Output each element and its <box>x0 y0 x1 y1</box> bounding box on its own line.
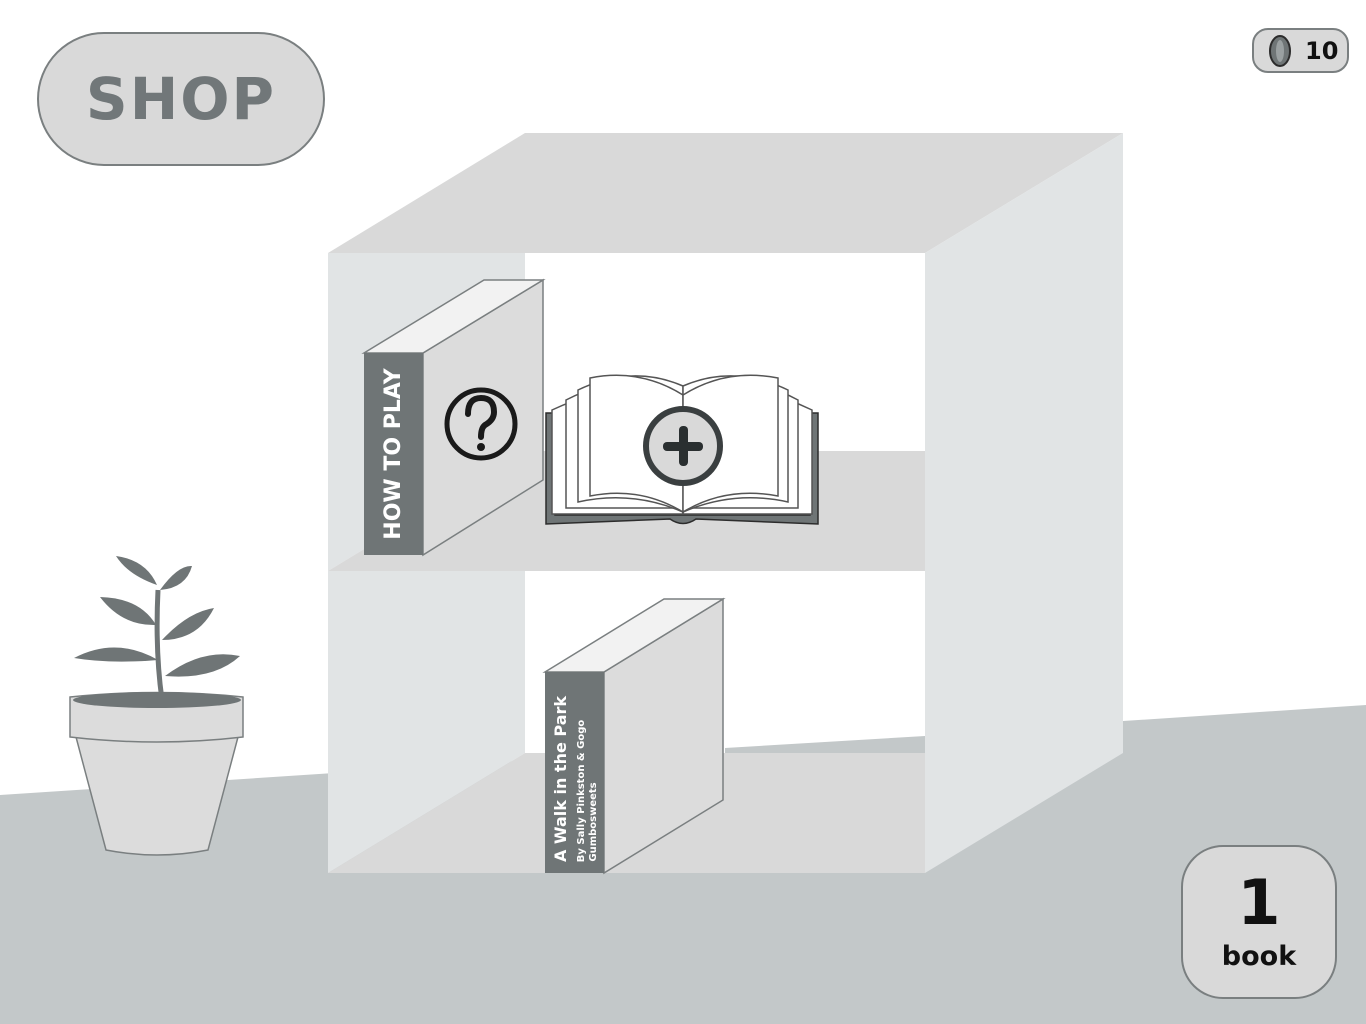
open-book-icon <box>545 374 819 525</box>
how-to-play-title: HOW TO PLAY <box>381 367 406 539</box>
how-to-play-book[interactable]: HOW TO PLAY <box>361 278 546 557</box>
shelf-back-floor-sliver <box>725 736 925 753</box>
book-unit-label: book <box>1221 941 1297 972</box>
shelf-right-face <box>925 133 1123 873</box>
walk-book-title: A Walk in the Park <box>551 696 570 862</box>
shop-label: SHOP <box>85 65 277 133</box>
shop-button[interactable]: SHOP <box>37 32 325 166</box>
plus-circle-icon <box>643 406 723 486</box>
plant-leaves <box>74 556 240 701</box>
pot-soil <box>73 692 241 708</box>
book-count: 1 <box>1237 866 1281 939</box>
coin-icon <box>1269 34 1291 67</box>
walk-in-the-park-book[interactable]: A Walk in the Park By Sally Pinkston & G… <box>542 597 726 875</box>
walk-book-spine <box>545 672 604 873</box>
coin-count: 10 <box>1305 36 1339 65</box>
coin-counter: 10 <box>1252 28 1349 73</box>
shelf-top-face <box>328 133 1123 253</box>
how-to-play-book-spine <box>364 353 423 555</box>
add-book-button[interactable] <box>545 374 819 525</box>
walk-book-author-line2: Gumbosweets <box>588 782 599 861</box>
walk-book-author-line1: By Sally Pinkston & Gogo <box>576 720 587 863</box>
potted-plant <box>69 556 244 856</box>
pot-body <box>75 736 239 856</box>
shelf-lower-left-wall <box>328 571 525 873</box>
question-circle-icon <box>444 387 518 461</box>
book-counter[interactable]: 1 book <box>1181 845 1337 999</box>
